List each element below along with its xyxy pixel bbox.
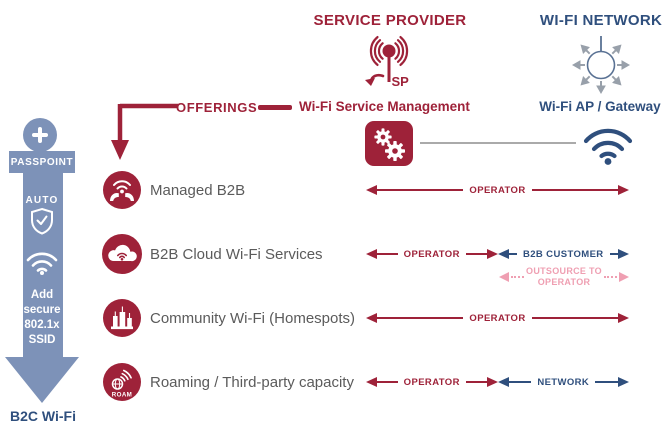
city-homespots-icon xyxy=(103,299,141,337)
arrow-label: OPERATOR xyxy=(403,248,460,260)
row-label-b2b-cloud: B2B Cloud Wi-Fi Services xyxy=(150,245,323,263)
arrowhead-left xyxy=(366,249,377,259)
roam-icon-text: ROAM xyxy=(112,392,133,399)
passpoint-down-arrow xyxy=(4,172,80,409)
offerings-label: OFFERINGS xyxy=(176,100,258,115)
service-provider-antenna-icon: SP xyxy=(358,34,420,101)
passpoint-arrow-content: AUTO Add secure 802.1x SSID xyxy=(4,195,80,348)
arrowhead-right xyxy=(618,377,630,387)
arrow-row4-network: NETWORK xyxy=(497,375,630,389)
arrowhead-left xyxy=(499,272,509,283)
arrowhead-left xyxy=(497,249,509,259)
hands-wifi-icon xyxy=(103,171,141,209)
roam-icon: ROAM xyxy=(103,363,141,401)
wifi-service-management-label: Wi-Fi Service Management xyxy=(299,99,470,114)
arrowhead-left xyxy=(497,377,509,387)
arrowhead-right xyxy=(618,313,630,323)
add-secure-line-3: 802.1x xyxy=(24,318,60,331)
arrowhead-right xyxy=(619,272,630,283)
arrow-row4-operator: OPERATOR xyxy=(366,375,498,389)
b2c-wifi-label: B2C Wi-Fi xyxy=(10,408,76,424)
arrowhead-right xyxy=(618,249,630,259)
arrow-row3-operator: OPERATOR xyxy=(366,311,630,325)
arrow-label: NETWORK xyxy=(537,376,590,388)
auto-shield-icon xyxy=(29,207,55,240)
secure-wifi-icon xyxy=(24,249,60,280)
arrow-row1-operator: OPERATOR xyxy=(366,183,630,197)
service-provider-title: SERVICE PROVIDER xyxy=(313,12,467,29)
arrow-label: OPERATOR xyxy=(469,184,526,196)
arrow-label: OPERATOR xyxy=(469,312,526,324)
arrow-row2: OPERATOR B2B CUSTOMER xyxy=(366,247,630,261)
service-management-gears-icon xyxy=(365,121,413,166)
gears-to-ap-connector xyxy=(420,142,576,144)
add-secure-line-1: Add xyxy=(30,289,54,301)
outsource-line-2: OPERATOR xyxy=(537,277,591,288)
wifi-network-title: WI-FI NETWORK xyxy=(539,12,663,29)
passpoint-banner: PASSPOINT xyxy=(9,151,75,173)
arrowhead-left xyxy=(366,185,377,195)
arrow-label: B2B CUSTOMER xyxy=(522,248,604,260)
row-label-community-wifi: Community Wi-Fi (Homespots) xyxy=(150,309,356,327)
arrowhead-right xyxy=(486,249,498,259)
arrowhead-left xyxy=(366,377,377,387)
outsource-line-1: OUTSOURCE TO xyxy=(526,266,602,276)
arrowhead-right xyxy=(618,185,630,195)
arrow-row2-operator: OPERATOR xyxy=(366,247,498,261)
add-secure-line-4: SSID xyxy=(28,333,56,346)
network-hub-icon xyxy=(569,32,633,101)
offerings-dash xyxy=(258,105,292,110)
row-label-roaming: Roaming / Third-party capacity xyxy=(150,373,354,391)
auto-label: AUTO xyxy=(25,195,59,206)
row-label-managed-b2b: Managed B2B xyxy=(150,181,246,199)
offerings-elbow-arrow xyxy=(108,98,180,171)
arrow-row4: OPERATOR NETWORK xyxy=(366,375,630,389)
cloud-wifi-icon xyxy=(102,234,142,274)
wifi-ap-icon xyxy=(580,124,636,171)
arrowhead-left xyxy=(366,313,377,323)
wifi-ap-gateway-label: Wi-Fi AP / Gateway xyxy=(539,99,661,114)
arrow-outsource-to-operator: OUTSOURCE TO OPERATOR xyxy=(499,266,630,289)
plus-circle-icon xyxy=(23,118,57,152)
arrow-label: OPERATOR xyxy=(403,376,460,388)
arrowhead-right xyxy=(486,377,498,387)
arrow-row2-b2b-customer: B2B CUSTOMER xyxy=(497,247,630,261)
add-secure-line-2: secure xyxy=(23,303,61,316)
sp-label: SP xyxy=(392,74,410,89)
